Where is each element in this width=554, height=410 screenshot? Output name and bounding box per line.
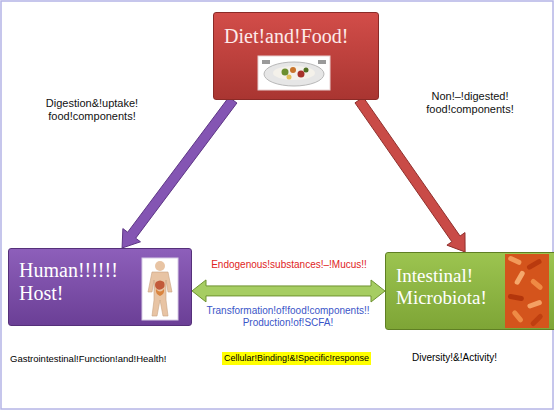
food-item	[282, 69, 289, 76]
food-item	[298, 71, 305, 78]
bacterium	[514, 270, 526, 285]
bacterium	[507, 255, 522, 265]
non-digested-arrow	[355, 97, 465, 252]
arrow-label: Endogenous!substances!–!Mucus!!	[193, 259, 385, 271]
plate	[264, 62, 324, 86]
food-picture	[258, 56, 330, 90]
arrow-label: Non!–!digested! food!components!	[418, 90, 522, 116]
plate-center	[273, 66, 315, 80]
uptake-arrow	[122, 97, 237, 248]
arrow-label: Digestion&!uptake! food!components!	[36, 97, 148, 123]
bacteria-ground	[505, 254, 549, 328]
cutlery	[318, 60, 326, 64]
food-box: Diet!and!Food!	[213, 12, 379, 100]
human-body	[148, 272, 172, 316]
food-ground	[258, 56, 330, 90]
human-head	[155, 261, 165, 271]
bacterium	[530, 278, 544, 291]
human-gut	[155, 281, 165, 290]
host-box: Human!!!!!! Host!	[8, 248, 192, 326]
bacterium	[511, 309, 524, 323]
box-title: Human!!!!!! Host!	[19, 259, 139, 305]
human-picture	[142, 258, 178, 320]
bacterium	[530, 313, 544, 327]
highlight-note: Cellular!Binding!&!Specific!response	[222, 352, 371, 365]
human-gut	[156, 289, 164, 296]
exchange-note: Transformation!of!food!components!! Prod…	[198, 305, 378, 329]
bacterium	[526, 258, 542, 270]
food-item	[287, 75, 292, 80]
box-title: Diet!and!Food!	[224, 25, 370, 48]
microbiota-box: Intestinal! Microbiota!	[385, 252, 554, 330]
exchange-arrow	[192, 280, 385, 302]
food-item	[304, 68, 309, 73]
host-caption: Gastrointestinal!Function!and!Health!	[10, 353, 166, 364]
bacterium	[527, 299, 543, 309]
bacteria-picture	[505, 254, 549, 328]
box-title: Intestinal! Microbiota!	[396, 265, 504, 309]
food-item	[290, 67, 296, 73]
microbiota-caption: Diversity!&!Activity!	[412, 352, 497, 364]
cutlery	[262, 60, 270, 64]
bacterium	[508, 294, 525, 302]
human-ground	[142, 258, 178, 320]
